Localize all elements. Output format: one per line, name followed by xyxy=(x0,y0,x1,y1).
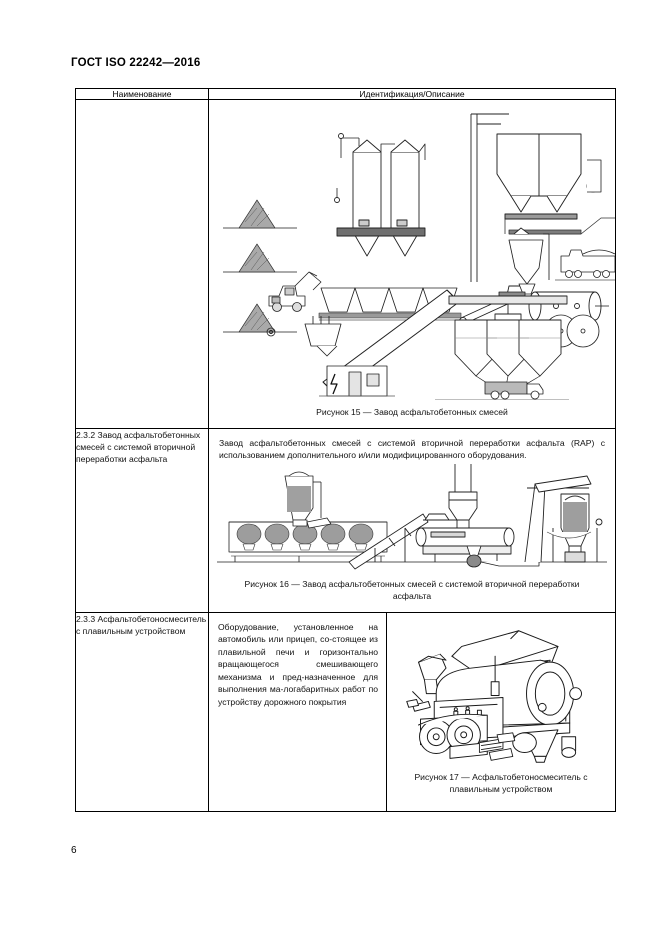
term-name-cell-empty xyxy=(75,98,209,430)
towed-asphalt-mixer-illustration xyxy=(406,630,582,763)
figure-15-area xyxy=(209,100,615,400)
page-number: 6 xyxy=(71,845,77,856)
term-name-cell-2-3-2: 2.3.2 Завод асфальтобетонных смесей с си… xyxy=(75,428,209,613)
figure-15-caption: Рисунок 15 — Завод асфальтобетонных смес… xyxy=(316,407,508,417)
table-header-row: Наименование Идентификация/Описание xyxy=(75,88,616,100)
term-description-cell-figure15: Рисунок 15 — Завод асфальтобетонных смес… xyxy=(208,98,616,430)
table-row: 2.3.2 Завод асфальтобетонных смесей с си… xyxy=(75,428,616,613)
term-description-cell-2-3-3: Оборудование, установленное на автомобил… xyxy=(208,611,616,813)
term-name-cell-2-3-3: 2.3.3 Асфальтобетоносмеситель с плавильн… xyxy=(75,611,209,813)
table-row: 2.3.3 Асфальтобетоносмеситель с плавильн… xyxy=(75,611,616,813)
figure-subcell: Рисунок 17 — Асфальтобетоносмеситель с п… xyxy=(387,613,615,811)
column-header-name: Наименование xyxy=(75,88,209,100)
figure-17-area xyxy=(393,617,609,764)
description-subcell: Оборудование, установленное на автомобил… xyxy=(209,613,387,812)
column-header-identification: Идентификация/Описание xyxy=(208,88,616,100)
term-description-cell-2-3-2: Завод асфальтобетонных смесей с системой… xyxy=(208,428,616,613)
rap-asphalt-plant-diagram xyxy=(217,463,607,570)
term-description-text-2-3-3: Оборудование, установленное на автомобил… xyxy=(218,622,378,707)
term-description-text-2-3-2: Завод асфальтобетонных смесей с системой… xyxy=(219,438,605,461)
figure-17-caption: Рисунок 17 — Асфальтобетоносмеситель с п… xyxy=(414,772,588,795)
terms-table: Наименование Идентификация/Описание xyxy=(75,88,616,813)
table-row: Рисунок 15 — Завод асфальтобетонных смес… xyxy=(75,98,616,430)
figure-16-caption: Рисунок 16 — Завод асфальтобетонных смес… xyxy=(244,578,580,601)
figure-16-area xyxy=(209,462,615,572)
standard-title: ГОСТ ISO 22242—2016 xyxy=(71,57,201,69)
asphalt-mixing-plant-diagram xyxy=(223,113,615,400)
